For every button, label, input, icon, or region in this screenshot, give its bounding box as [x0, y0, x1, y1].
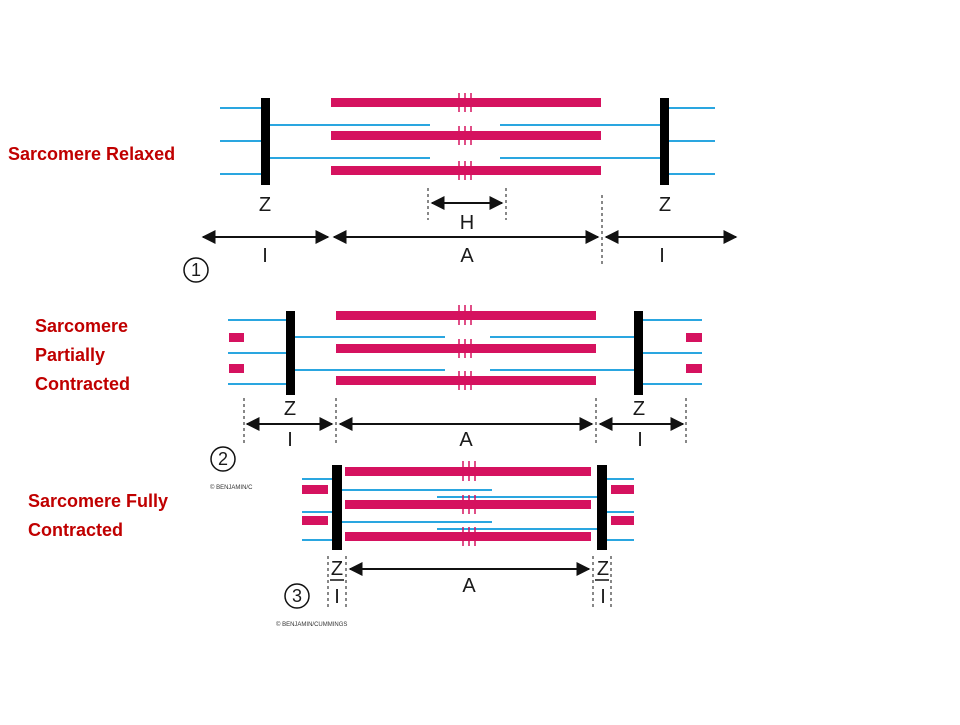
m-line-marks [462, 461, 476, 546]
svg-text:3: 3 [292, 586, 302, 606]
actin-filaments [228, 319, 702, 385]
a-band-label: A [462, 575, 476, 597]
i-band-label: I [600, 586, 606, 608]
credit-text: © BENJAMIN/C [210, 484, 253, 491]
z-label: Z [259, 194, 271, 216]
band-boundaries [327, 556, 612, 608]
myosin-filament [345, 532, 591, 541]
caption-line: Sarcomere [35, 316, 129, 336]
myosin-filaments [302, 467, 634, 541]
step-2-badge: 2 [210, 446, 236, 472]
myosin-filament-fragment [302, 516, 328, 525]
h-band-label: H [460, 212, 474, 234]
z-line [261, 98, 270, 185]
myosin-filament [345, 467, 591, 476]
sarcomere-partial-panel: Z Z I A I 2 © BENJAMIN/C [210, 305, 702, 491]
z-label: Z [659, 194, 671, 216]
z-label: Z [331, 558, 343, 580]
actin-filaments [220, 107, 715, 175]
myosin-filament-fragment [611, 516, 634, 525]
myosin-filament-fragment [611, 485, 634, 494]
actin-filaments [302, 478, 634, 541]
myosin-filament [336, 344, 596, 353]
step-3-badge: 3 [284, 583, 310, 609]
myosin-filament [331, 131, 601, 140]
sarcomere-relaxed-panel: Z Z H I A I 1 [183, 93, 738, 283]
i-band-label: I [287, 429, 293, 451]
myosin-filament-fragment [686, 333, 702, 342]
myosin-filaments [229, 311, 702, 385]
z-line [332, 465, 342, 550]
myosin-filament [336, 311, 596, 320]
i-band-label: I [659, 245, 665, 267]
myosin-filament [331, 98, 601, 107]
i-band-label: I [334, 586, 340, 608]
caption-line: Sarcomere Fully [28, 491, 169, 511]
myosin-filament [336, 376, 596, 385]
i-band-label: I [637, 429, 643, 451]
z-line [660, 98, 669, 185]
z-label: Z [284, 398, 296, 420]
band-boundaries [427, 188, 603, 265]
myosin-filaments [331, 98, 601, 175]
band-boundaries [243, 398, 687, 445]
svg-text:2: 2 [218, 449, 228, 469]
i-band-label: I [262, 245, 268, 267]
myosin-filament-fragment [686, 364, 702, 373]
z-line [286, 311, 295, 395]
caption-line: Contracted [28, 520, 124, 540]
a-band-label: A [459, 429, 473, 451]
m-line-marks [458, 93, 472, 180]
z-line [634, 311, 643, 395]
z-label: Z [633, 398, 645, 420]
z-label: Z [597, 558, 609, 580]
caption-partial: Sarcomere Partially Contracted [35, 312, 130, 399]
myosin-filament [345, 500, 591, 509]
caption-full: Sarcomere Fully Contracted [28, 487, 168, 545]
a-band-label: A [460, 245, 474, 267]
myosin-filament [331, 166, 601, 175]
myosin-filament-fragment [229, 333, 244, 342]
svg-text:1: 1 [191, 260, 201, 280]
m-line-marks [458, 305, 472, 390]
z-line [597, 465, 607, 550]
caption-line: Sarcomere Relaxed [8, 144, 176, 164]
caption-line: Contracted [35, 374, 131, 394]
sarcomere-full-panel: Z Z A I I 3 © BENJAMIN/CUMMINGS [276, 461, 634, 628]
credit-text: © BENJAMIN/CUMMINGS [276, 621, 347, 628]
step-1-badge: 1 [183, 257, 209, 283]
myosin-filament-fragment [229, 364, 244, 373]
caption-line: Partially [35, 345, 106, 365]
myosin-filament-fragment [302, 485, 328, 494]
caption-relaxed: Sarcomere Relaxed [8, 140, 175, 169]
